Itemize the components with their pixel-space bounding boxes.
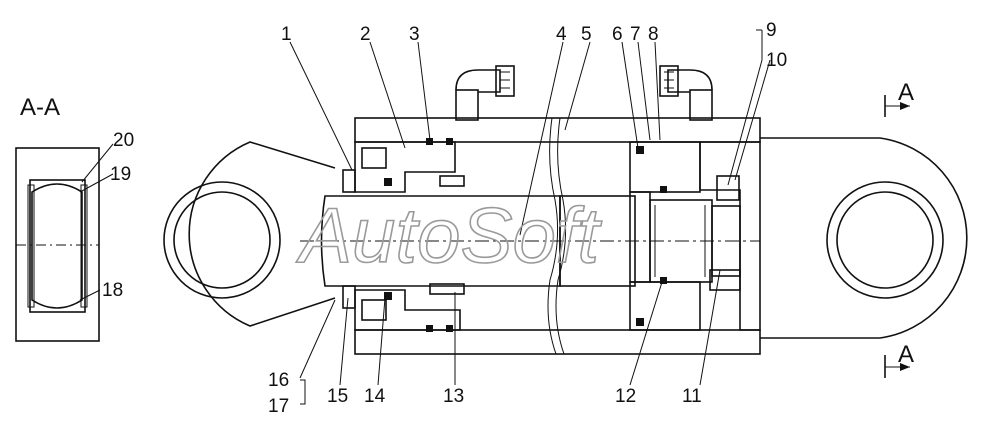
callout-15: 15 (327, 386, 348, 407)
cylinder-body (300, 117, 761, 355)
callout-6: 6 (612, 24, 623, 45)
callout-1: 1 (281, 24, 292, 45)
section-mark-top: A (884, 79, 914, 117)
section-title: A-A (20, 94, 60, 121)
cap-eye (760, 137, 968, 339)
callout-4: 4 (556, 24, 567, 45)
callout-8: 8 (648, 24, 659, 45)
section-view-a-a (15, 147, 100, 342)
callout-10: 10 (766, 50, 787, 71)
section-mark-bottom-label: A (898, 341, 914, 368)
spherical-bearing (31, 183, 83, 309)
callout-12: 12 (615, 386, 636, 407)
port-fitting-right (659, 65, 713, 121)
callout-5: 5 (581, 24, 592, 45)
callout-14: 14 (364, 386, 386, 407)
section-mark-top-label: A (898, 79, 914, 106)
section-mark-bottom: A (884, 341, 914, 378)
port-fitting-left (455, 65, 515, 121)
lock-screw (716, 175, 740, 201)
callout-9: 9 (766, 20, 777, 41)
rod-eye (163, 141, 336, 327)
callout-13: 13 (443, 386, 464, 407)
callout-11: 11 (682, 386, 702, 407)
callout-20: 20 (113, 130, 134, 151)
callout-2: 2 (360, 24, 371, 45)
callout-16: 16 (268, 370, 289, 391)
watermark: AutoSoft (296, 191, 603, 279)
piston-rod (320, 195, 561, 287)
callout-19: 19 (110, 164, 131, 185)
callouts: 1 2 3 4 5 6 7 8 9 10 11 12 13 14 15 16 1… (102, 20, 787, 417)
section-bore (29, 179, 86, 313)
callout-17: 17 (268, 396, 289, 417)
leader-lines (79, 29, 771, 405)
callout-18: 18 (102, 280, 123, 301)
callout-7: 7 (630, 24, 641, 45)
callout-3: 3 (409, 24, 420, 45)
